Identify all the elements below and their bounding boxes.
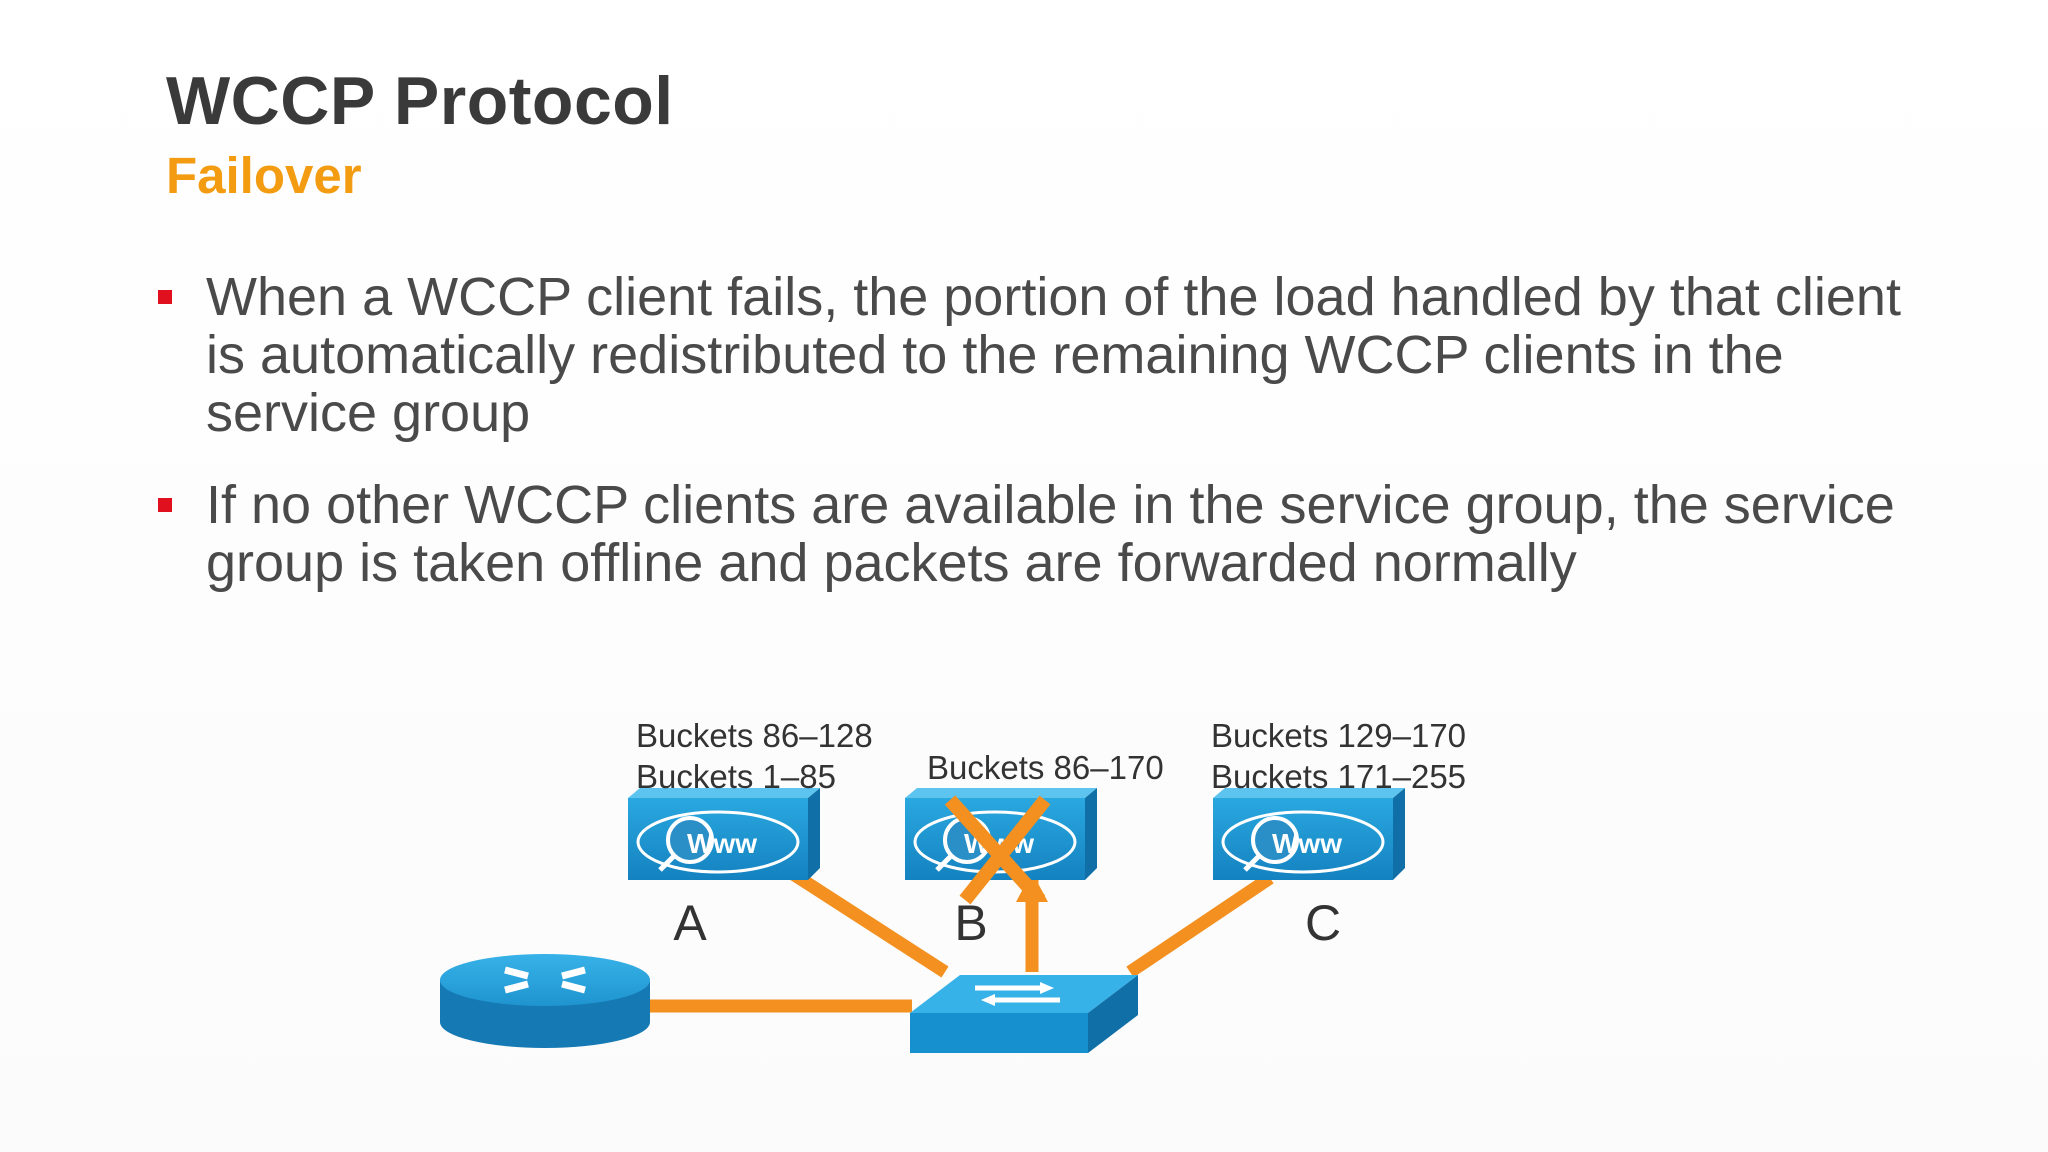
bullet-text: When a WCCP client fails, the portion of… bbox=[206, 267, 1901, 443]
magnifier-icon bbox=[1251, 816, 1299, 864]
bullet-item: If no other WCCP clients are available i… bbox=[158, 476, 1918, 592]
client-c-label: C bbox=[1305, 895, 1341, 951]
client-b-bucket-current: Buckets 86–170 bbox=[927, 749, 1164, 786]
client-a-bucket-current: Buckets 86–128 bbox=[636, 717, 873, 754]
bullet-marker-icon bbox=[158, 498, 172, 512]
client-c-bucket-original: Buckets 171–255 bbox=[1211, 758, 1466, 795]
switch-icon bbox=[910, 975, 1138, 1053]
page-title: WCCP Protocol bbox=[166, 63, 674, 139]
client-a-label: A bbox=[673, 895, 707, 951]
network-links bbox=[644, 866, 1274, 1013]
link-switch-c bbox=[1126, 872, 1274, 978]
bullet-item: When a WCCP client fails, the portion of… bbox=[158, 268, 1918, 442]
client-c-icon-text: Www bbox=[1272, 828, 1342, 859]
cloud-icon bbox=[636, 810, 800, 874]
client-a-icon-text: Www bbox=[687, 828, 757, 859]
failure-x-icon bbox=[944, 795, 1051, 905]
link-switch-a bbox=[786, 866, 949, 978]
bullet-list: When a WCCP client fails, the portion of… bbox=[158, 268, 1918, 626]
page-subtitle: Failover bbox=[166, 147, 362, 204]
client-c-bucket-current: Buckets 129–170 bbox=[1211, 717, 1466, 754]
bullet-text: If no other WCCP clients are available i… bbox=[206, 475, 1895, 593]
client-c-cache-engine: Www bbox=[1213, 788, 1405, 880]
router-icon bbox=[440, 954, 650, 1048]
client-b-label: B bbox=[954, 895, 987, 951]
client-a-cache-engine: Www bbox=[628, 788, 820, 880]
bullet-marker-icon bbox=[158, 290, 172, 304]
magnifier-icon bbox=[666, 816, 714, 864]
client-a-bucket-original: Buckets 1–85 bbox=[636, 758, 836, 795]
cloud-icon bbox=[1221, 810, 1385, 874]
